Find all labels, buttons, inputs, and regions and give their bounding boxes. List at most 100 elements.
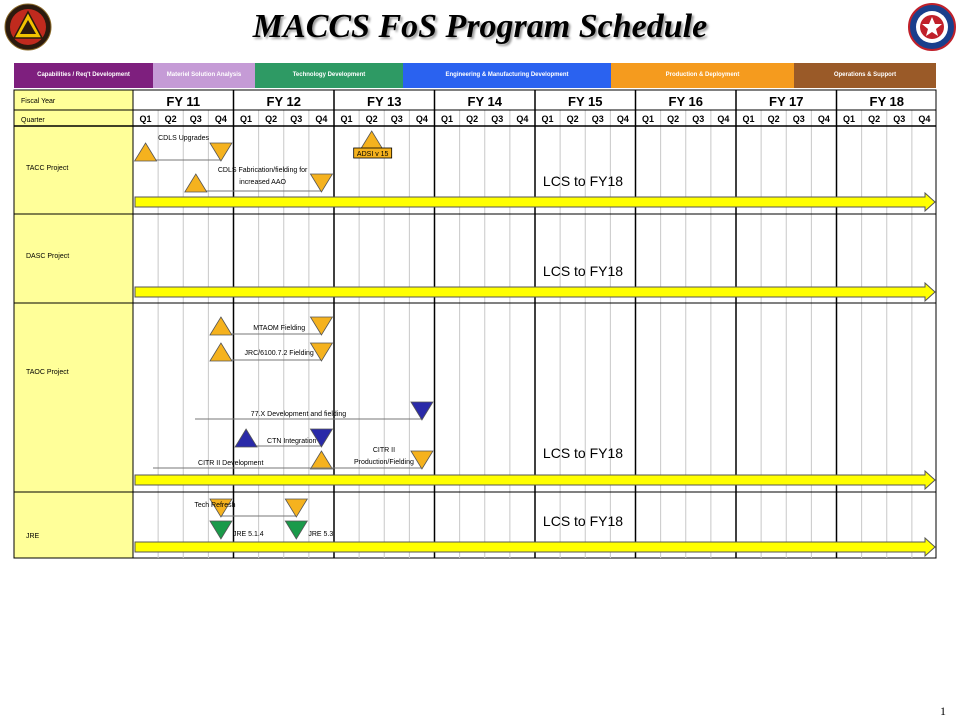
milestone-label-ctn-integration: CTN Integration <box>267 438 317 445</box>
milestone-label-jre-5-3: JRE 5.3 <box>308 531 333 538</box>
quarter-label: Q4 <box>215 114 227 124</box>
milestone-end-mtaom-fielding <box>309 316 334 336</box>
quarter-label: Q3 <box>391 114 403 124</box>
lcs-arrow-tacc-project <box>134 191 936 213</box>
milestone-start-jre-5-1-4 <box>209 520 233 540</box>
lcs-label: LCS to FY18 <box>543 173 623 189</box>
slide-number: 1 <box>940 704 946 718</box>
fiscal-year-header: Fiscal Year <box>21 98 56 105</box>
milestone-label-cdls-upgrades: CDLS Upgrades <box>158 135 209 142</box>
milestone-start-cdls-fabrication-fielding-for-increased-aao <box>184 173 208 193</box>
project-label-dasc-project: DASC Project <box>26 253 69 260</box>
milestone-label-adsi-v-15: ADSI v 15 <box>357 151 389 158</box>
quarter-label: Q4 <box>315 114 327 124</box>
lcs-label: LCS to FY18 <box>543 445 623 461</box>
quarter-label: Q4 <box>818 114 830 124</box>
quarter-label: Q3 <box>692 114 704 124</box>
phase-production-deployment: Production & Deployment <box>611 63 794 88</box>
quarter-label: Q3 <box>793 114 805 124</box>
milestone-end-cdls-fabrication-fielding-for-increased-aao <box>309 173 334 193</box>
milestone-start-cdls-upgrades <box>133 142 158 162</box>
lcs-label: LCS to FY18 <box>543 513 623 529</box>
fiscal-year-label-fy-14: FY 14 <box>468 94 503 109</box>
milestone-label-jre-5-1-4: JRE 5.1.4 <box>233 531 264 538</box>
project-label-tacc-project: TACC Project <box>26 165 68 172</box>
milestone-label-cdls-fabrication-fielding-for-increased-aao: increased AAO <box>239 179 286 186</box>
quarter-label: Q2 <box>466 114 478 124</box>
quarter-label: Q4 <box>717 114 729 124</box>
quarter-label: Q4 <box>516 114 528 124</box>
fiscal-year-label-fy-18: FY 18 <box>870 94 904 109</box>
milestone-end-tech-refresh <box>284 498 309 518</box>
milestone-label-citr-ii-production-fielding: CITR II <box>373 447 395 454</box>
marine-command-seal-icon <box>4 3 52 51</box>
label-column <box>13 89 134 559</box>
page-title: MACCS FoS Program Schedule <box>252 8 708 45</box>
quarter-label: Q1 <box>140 114 152 124</box>
fiscal-year-label-fy-11: FY 11 <box>166 94 200 109</box>
milestone-start-jrc-6100-7-2-fielding <box>209 342 233 362</box>
program-office-seal-icon <box>908 3 956 51</box>
fiscal-year-label-fy-17: FY 17 <box>769 94 803 109</box>
milestone-label-77-x-development-and-fielding: 77.X Development and fielding <box>251 411 346 418</box>
quarter-label: Q2 <box>768 114 780 124</box>
lcs-arrow-jre <box>134 536 936 558</box>
fiscal-year-label-fy-13: FY 13 <box>367 94 401 109</box>
lcs-arrow-taoc-project <box>134 469 936 491</box>
project-label-jre: JRE <box>26 533 40 540</box>
quarter-label: Q2 <box>265 114 277 124</box>
milestone-start-mtaom-fielding <box>209 316 233 336</box>
quarter-label: Q3 <box>893 114 905 124</box>
phase-engineering-manufacturing-development: Engineering & Manufacturing Development <box>403 63 611 88</box>
phase-operations-support: Operations & Support <box>794 63 936 88</box>
phase-technology-development: Technology Development <box>255 63 403 88</box>
quarter-label: Q2 <box>567 114 579 124</box>
milestone-end-77-x-development-and-fielding <box>410 401 434 421</box>
quarter-label: Q1 <box>341 114 353 124</box>
milestone-start-ctn-integration <box>234 428 258 448</box>
milestone-start-tech-refresh <box>209 498 233 518</box>
quarter-label: Q1 <box>240 114 252 124</box>
phase-capabilities-req-t-development: Capabilities / Req't Development <box>14 63 153 88</box>
milestone-label-jrc-6100-7-2-fielding: JRC/6100.7.2 Fielding <box>245 350 314 357</box>
milestone-box <box>353 147 393 159</box>
milestone-label-tech-refresh: Tech Refresh <box>194 502 235 509</box>
quarter-label: Q4 <box>918 114 930 124</box>
quarter-label: Q1 <box>441 114 453 124</box>
lcs-label: LCS to FY18 <box>543 263 623 279</box>
project-label-taoc-project: TAOC Project <box>26 369 69 376</box>
quarter-label: Q2 <box>366 114 378 124</box>
milestone-end-citr-ii-production-fielding <box>410 450 434 470</box>
milestone-label-cdls-fabrication-fielding-for-increased-aao: CDLS Fabrication/fielding for <box>218 167 308 174</box>
milestone-start-jre-5-3 <box>284 520 309 540</box>
phase-materiel-solution-analysis: Materiel Solution Analysis <box>153 63 255 88</box>
quarter-label: Q3 <box>290 114 302 124</box>
quarter-header: Quarter <box>21 117 45 124</box>
fiscal-year-label-fy-12: FY 12 <box>267 94 301 109</box>
quarter-label: Q3 <box>190 114 202 124</box>
quarter-label: Q4 <box>617 114 629 124</box>
quarter-label: Q3 <box>491 114 503 124</box>
quarter-label: Q1 <box>642 114 654 124</box>
milestone-label-citr-ii-development: CITR II Development <box>198 460 263 467</box>
milestone-end-ctn-integration <box>309 428 334 448</box>
quarter-label: Q3 <box>592 114 604 124</box>
milestone-marker-adsi-v-15 <box>359 130 384 150</box>
milestone-end-jrc-6100-7-2-fielding <box>309 342 334 362</box>
quarter-label: Q2 <box>667 114 679 124</box>
quarter-label: Q1 <box>542 114 554 124</box>
milestone-end-citr-ii-development <box>309 450 334 470</box>
milestone-label-citr-ii-production-fielding: Production/Fielding <box>354 459 414 466</box>
lcs-arrow-dasc-project <box>134 281 936 303</box>
quarter-label: Q2 <box>165 114 177 124</box>
fiscal-year-label-fy-15: FY 15 <box>568 94 602 109</box>
milestone-label-mtaom-fielding: MTAOM Fielding <box>253 325 305 332</box>
quarter-label: Q1 <box>843 114 855 124</box>
quarter-label: Q4 <box>416 114 428 124</box>
fiscal-year-label-fy-16: FY 16 <box>669 94 703 109</box>
milestone-end-cdls-upgrades <box>209 142 233 162</box>
quarter-label: Q2 <box>868 114 880 124</box>
quarter-label: Q1 <box>743 114 755 124</box>
